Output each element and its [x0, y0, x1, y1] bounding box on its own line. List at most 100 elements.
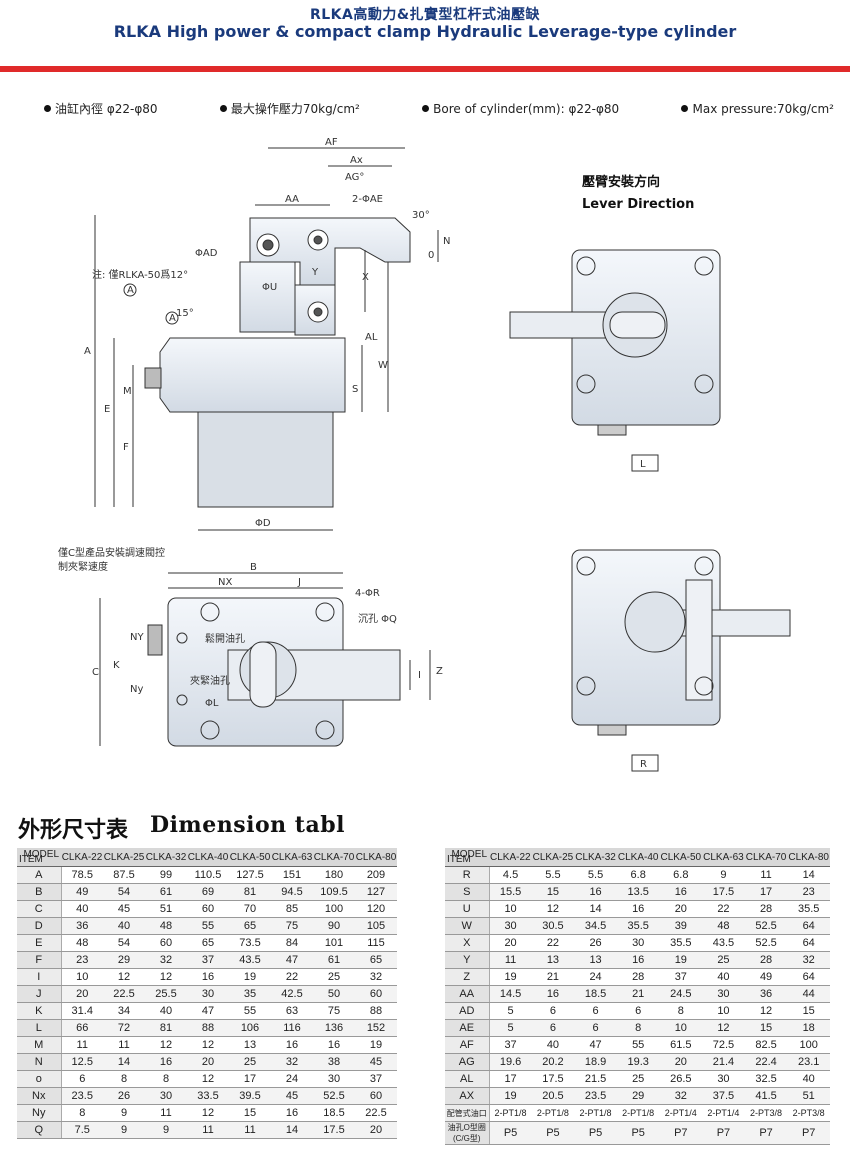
value-cell: 36 — [744, 985, 788, 1003]
item-cell: AF — [445, 1036, 490, 1054]
value-cell: 72 — [103, 1019, 145, 1037]
value-cell: 43.5 — [229, 951, 271, 969]
value-cell: 65 — [187, 934, 229, 952]
technical-drawing: AF Ax AG° AA 2-ΦAE 30° ΦAD 注: 僅RLKA-50爲1… — [58, 137, 791, 772]
value-cell: 18.5 — [313, 1104, 355, 1122]
value-cell: 106 — [229, 1019, 271, 1037]
model-header: CLKA-63 — [702, 848, 745, 867]
value-cell: 19 — [489, 968, 532, 986]
svg-text:AF: AF — [325, 137, 338, 148]
value-cell: 2-PT3/8 — [787, 1104, 830, 1122]
value-cell: 11 — [61, 1036, 103, 1054]
value-cell: 19.3 — [616, 1053, 660, 1071]
value-cell: 115 — [355, 934, 397, 952]
value-cell: 15 — [531, 883, 575, 901]
value-cell: 32 — [787, 951, 830, 969]
item-label: ITEM — [447, 854, 471, 865]
model-header: CLKA-70 — [313, 848, 355, 867]
value-cell: 16 — [271, 1036, 313, 1054]
svg-text:A: A — [127, 285, 134, 296]
model-header: CLKA-50 — [659, 848, 703, 867]
value-cell: 85 — [271, 900, 313, 918]
value-cell: 99 — [145, 866, 187, 884]
value-cell: 16 — [616, 951, 660, 969]
svg-text:AA: AA — [285, 194, 299, 205]
value-cell: 37 — [355, 1070, 397, 1088]
item-cell: o — [17, 1070, 62, 1088]
bullet-icon — [219, 105, 227, 112]
value-cell: 20 — [187, 1053, 229, 1071]
value-cell: 28 — [616, 968, 660, 986]
svg-text:Y: Y — [311, 267, 319, 278]
value-cell: 127.5 — [229, 866, 271, 884]
value-cell: 35 — [229, 985, 271, 1003]
value-cell: 35.5 — [659, 934, 703, 952]
value-cell: 30 — [313, 1070, 355, 1088]
value-cell: 12.5 — [61, 1053, 103, 1071]
value-cell: 43.5 — [702, 934, 745, 952]
value-cell: 39 — [659, 917, 703, 935]
value-cell: 25.5 — [145, 985, 187, 1003]
svg-text:Z: Z — [436, 666, 443, 677]
value-cell: 11 — [229, 1121, 271, 1139]
value-cell: P5 — [531, 1121, 575, 1145]
value-cell: 8 — [61, 1104, 103, 1122]
value-cell: 20.2 — [531, 1053, 575, 1071]
value-cell: 51 — [787, 1087, 830, 1105]
value-cell: 12 — [187, 1036, 229, 1054]
item-cell: AG — [445, 1053, 490, 1071]
value-cell: 5 — [489, 1002, 532, 1020]
value-cell: 47 — [574, 1036, 617, 1054]
value-cell: 26 — [574, 934, 617, 952]
item-cell: B — [17, 883, 62, 901]
value-cell: 6 — [61, 1070, 103, 1088]
value-cell: 16 — [659, 883, 703, 901]
value-cell: 4.5 — [489, 866, 532, 884]
value-cell: 41.5 — [744, 1087, 788, 1105]
model-header: CLKA-50 — [229, 848, 271, 867]
value-cell: 94.5 — [271, 883, 313, 901]
value-cell: 64 — [787, 968, 830, 986]
value-cell: 64 — [787, 934, 830, 952]
value-cell: 14 — [271, 1121, 313, 1139]
spec-pressure-cn: 最大操作壓力70kg/cm² — [219, 100, 360, 117]
svg-text:W: W — [378, 360, 388, 371]
value-cell: 20.5 — [531, 1087, 575, 1105]
value-cell: 10 — [702, 1002, 745, 1020]
value-cell: 49 — [744, 968, 788, 986]
model-header: CLKA-22 — [61, 848, 103, 867]
value-cell: 12 — [103, 968, 145, 986]
value-cell: 2-PT3/8 — [744, 1104, 788, 1122]
value-cell: 9 — [145, 1121, 187, 1139]
value-cell: 40 — [103, 917, 145, 935]
value-cell: 2-PT1/8 — [574, 1104, 617, 1122]
item-cell: Ny — [17, 1104, 62, 1122]
value-cell: 105 — [355, 917, 397, 935]
value-cell: P5 — [616, 1121, 660, 1145]
value-cell: 72.5 — [702, 1036, 745, 1054]
view-r-label: R — [640, 759, 647, 770]
table-heading-cn: 外形尺寸表 — [18, 817, 129, 843]
value-cell: 25 — [229, 1053, 271, 1071]
page-title-english: RLKA High power & compact clamp Hydrauli… — [113, 22, 737, 41]
value-cell: 60 — [355, 1087, 397, 1105]
svg-text:E: E — [104, 404, 110, 415]
svg-text:A: A — [84, 346, 91, 357]
value-cell: 10 — [489, 900, 532, 918]
svg-text:15°: 15° — [176, 308, 194, 319]
svg-text:AG°: AG° — [345, 172, 364, 183]
label-4r: 4-ΦR — [355, 588, 380, 599]
value-cell: 20 — [659, 900, 703, 918]
value-cell: 11 — [187, 1121, 229, 1139]
